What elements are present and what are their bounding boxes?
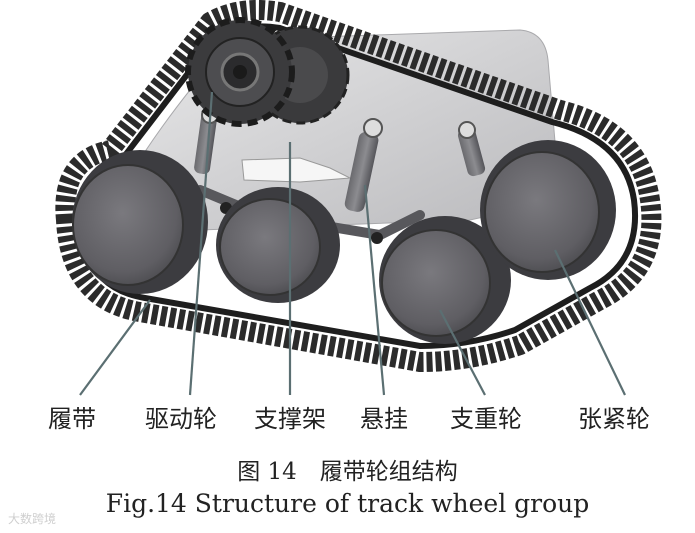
road-wheel-3 [379,216,511,344]
caption-en: Fig.14 Structure of track wheel group [105,489,590,518]
leader-track [79,299,151,396]
label-drive-wheel: 驱动轮 [145,405,217,433]
track-wheel-diagram [55,0,662,396]
label-tension-wheel: 张紧轮 [578,405,650,433]
leader-drive-wheel [188,91,214,396]
label-suspension: 悬挂 [360,405,408,433]
label-track: 履带 [48,405,96,433]
label-support-wheel: 支重轮 [450,405,522,433]
caption-cn: 图 14 履带轮组结构 [237,459,458,485]
drive-sprocket [185,17,350,127]
watermark: 大数跨境 [8,512,57,526]
leader-support-wheel [439,309,486,396]
road-wheel-1 [72,150,208,294]
leader-tension-wheel [554,249,626,396]
label-support-frame: 支撑架 [254,405,326,433]
leader-suspension [363,184,386,396]
leader-lines [79,91,626,396]
plate-window [241,157,352,183]
tension-wheel [480,140,616,280]
road-wheel-2 [216,187,340,303]
track-belt [55,0,662,372]
